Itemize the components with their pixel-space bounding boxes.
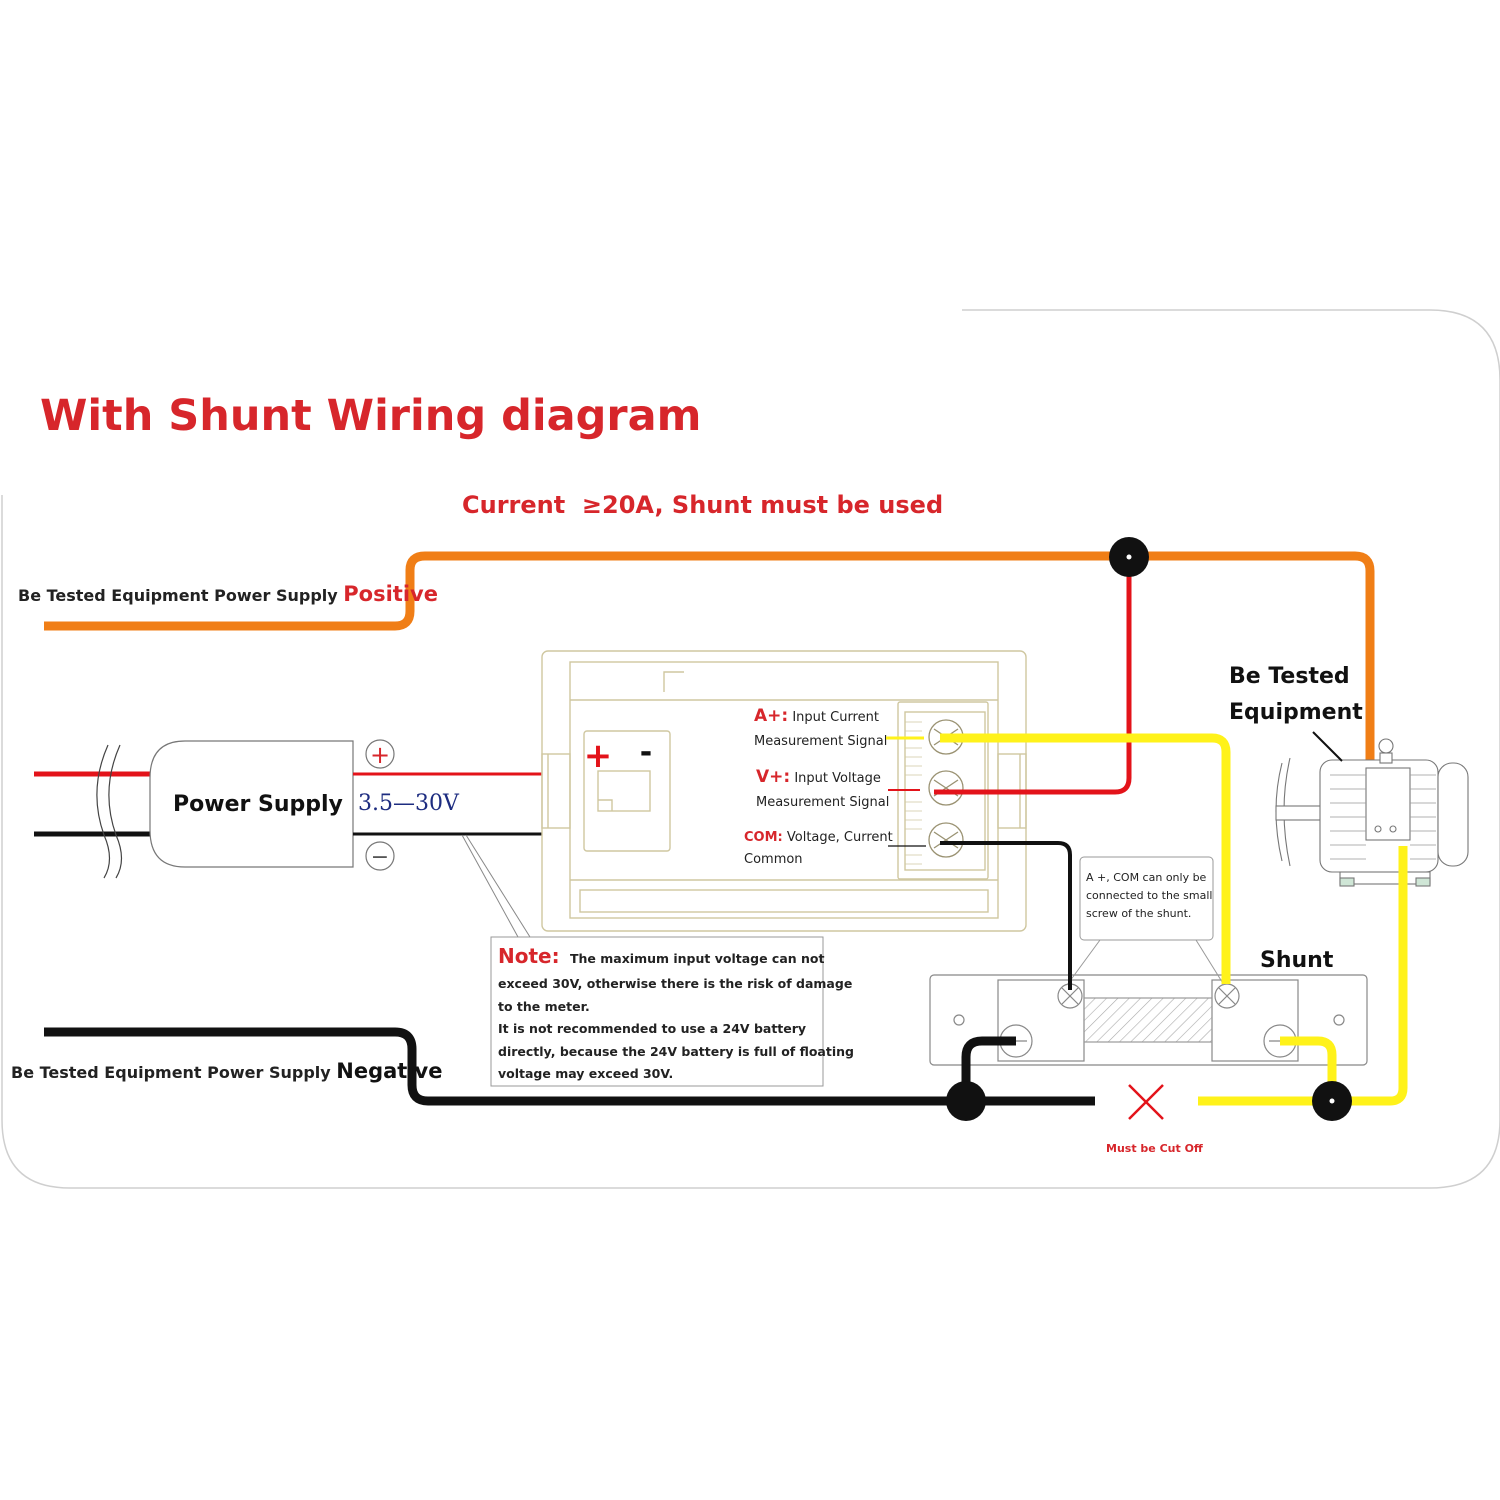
- load-return-yellow: [1280, 1036, 1337, 1101]
- equipment-label-line-1: Be Tested: [1229, 664, 1350, 689]
- terminal-v-plus-label: V+: Input Voltage: [756, 767, 881, 787]
- shunt-callout-line-3: screw of the shunt.: [1086, 907, 1191, 920]
- negative-wire-black: [44, 1027, 1095, 1106]
- meter-plus-mark: +: [584, 736, 613, 776]
- v-plus-key: V+:: [756, 767, 790, 787]
- shunt-callout-line-2: connected to the small: [1086, 889, 1212, 902]
- terminal-v-plus-line2: Measurement Signal: [756, 795, 889, 810]
- shunt-small-screw-right-icon: [1214, 983, 1240, 1009]
- label-leaders: [886, 736, 926, 847]
- shunt-callout-line-1: A +, COM can only be: [1086, 871, 1207, 884]
- a-plus-key: A+:: [754, 706, 788, 726]
- note-line-4: It is not recommended to use a 24V batte…: [498, 1021, 806, 1036]
- shunt-resistor: [1083, 997, 1213, 1043]
- screw-com-icon: [928, 822, 964, 858]
- com-key: COM:: [744, 830, 783, 845]
- background-frame: [1, 309, 1500, 1189]
- terminal-com-line2: Common: [744, 852, 803, 867]
- terminal-labels: A+: Input Current Measurement Signal V+:…: [744, 706, 893, 867]
- equipment-pointer: [1312, 731, 1343, 762]
- a-plus-desc: Input Current: [788, 710, 879, 725]
- terminal-com-label: COM: Voltage, Current: [744, 830, 893, 845]
- power-connector: [583, 730, 671, 852]
- shunt-negative-link: [961, 1036, 1016, 1101]
- v-plus-wire-red: [934, 557, 1132, 795]
- shunt-label: Shunt: [1260, 948, 1334, 973]
- v-plus-desc: Input Voltage: [790, 771, 881, 786]
- circle-minus-icon: −: [365, 841, 395, 871]
- negative-junction-dot: [946, 1081, 986, 1121]
- power-supply-label: Power Supply: [173, 792, 343, 817]
- cut-off-mark: Must be Cut Off: [1106, 1084, 1203, 1155]
- positive-supply-label: Be Tested Equipment Power Supply Positiv…: [18, 582, 438, 606]
- terminal-a-plus-label: A+: Input Current: [754, 706, 879, 726]
- break-mark-icon: [96, 744, 111, 879]
- voltage-range-label: 3.5—30V: [358, 791, 460, 816]
- negative-label-prefix: Be Tested Equipment Power Supply: [11, 1063, 336, 1082]
- shunt-small-screw-left-icon: [1057, 983, 1083, 1009]
- plus-symbol: +: [370, 741, 390, 769]
- screw-v-plus-icon: [928, 770, 964, 806]
- equipment-label-line-2: Equipment: [1229, 700, 1363, 725]
- positive-wire-orange: [44, 551, 1375, 830]
- a-plus-wire-yellow: [940, 733, 1231, 984]
- com-desc: Voltage, Current: [783, 830, 893, 845]
- positive-label-prefix: Be Tested Equipment Power Supply: [18, 586, 343, 605]
- com-wire-black: [940, 841, 1072, 990]
- meter-minus-mark: -: [640, 735, 652, 770]
- note-pointer-2: [465, 834, 531, 938]
- equipment-return-yellow: [1198, 846, 1408, 1106]
- note-heading: Note:: [498, 944, 560, 968]
- minus-symbol: −: [371, 845, 389, 870]
- note-line-6: voltage may exceed 30V.: [498, 1066, 673, 1081]
- note-line-5: directly, because the 24V battery is ful…: [498, 1044, 854, 1059]
- note-box: Note: The maximum input voltage can not …: [490, 936, 854, 1087]
- motor-icon: [1275, 738, 1469, 887]
- return-junction-dot: [1312, 1081, 1352, 1121]
- shunt-callout: A +, COM can only be connected to the sm…: [1066, 856, 1225, 986]
- note-line-3: to the meter.: [498, 999, 590, 1014]
- diagram-subtitle: Current ≥20A, Shunt must be used: [462, 491, 943, 519]
- circle-plus-icon: +: [365, 739, 395, 769]
- negative-supply-label: Be Tested Equipment Power Supply Negativ…: [11, 1059, 442, 1083]
- positive-junction-dot: [1109, 537, 1149, 577]
- terminal-a-plus-line2: Measurement Signal: [754, 734, 887, 749]
- note-pointer-1: [461, 834, 519, 938]
- junction-dots: [946, 537, 1352, 1121]
- shunt: [929, 974, 1368, 1066]
- power-supply-box: [149, 740, 354, 868]
- note-line-1: The maximum input voltage can not: [570, 951, 825, 966]
- cut-off-label: Must be Cut Off: [1106, 1142, 1203, 1155]
- note-line-2: exceed 30V, otherwise there is the risk …: [498, 976, 852, 991]
- negative-label-emphasis: Negative: [336, 1059, 442, 1083]
- diagram-title: With Shunt Wiring diagram: [40, 391, 701, 441]
- positive-label-emphasis: Positive: [343, 582, 438, 606]
